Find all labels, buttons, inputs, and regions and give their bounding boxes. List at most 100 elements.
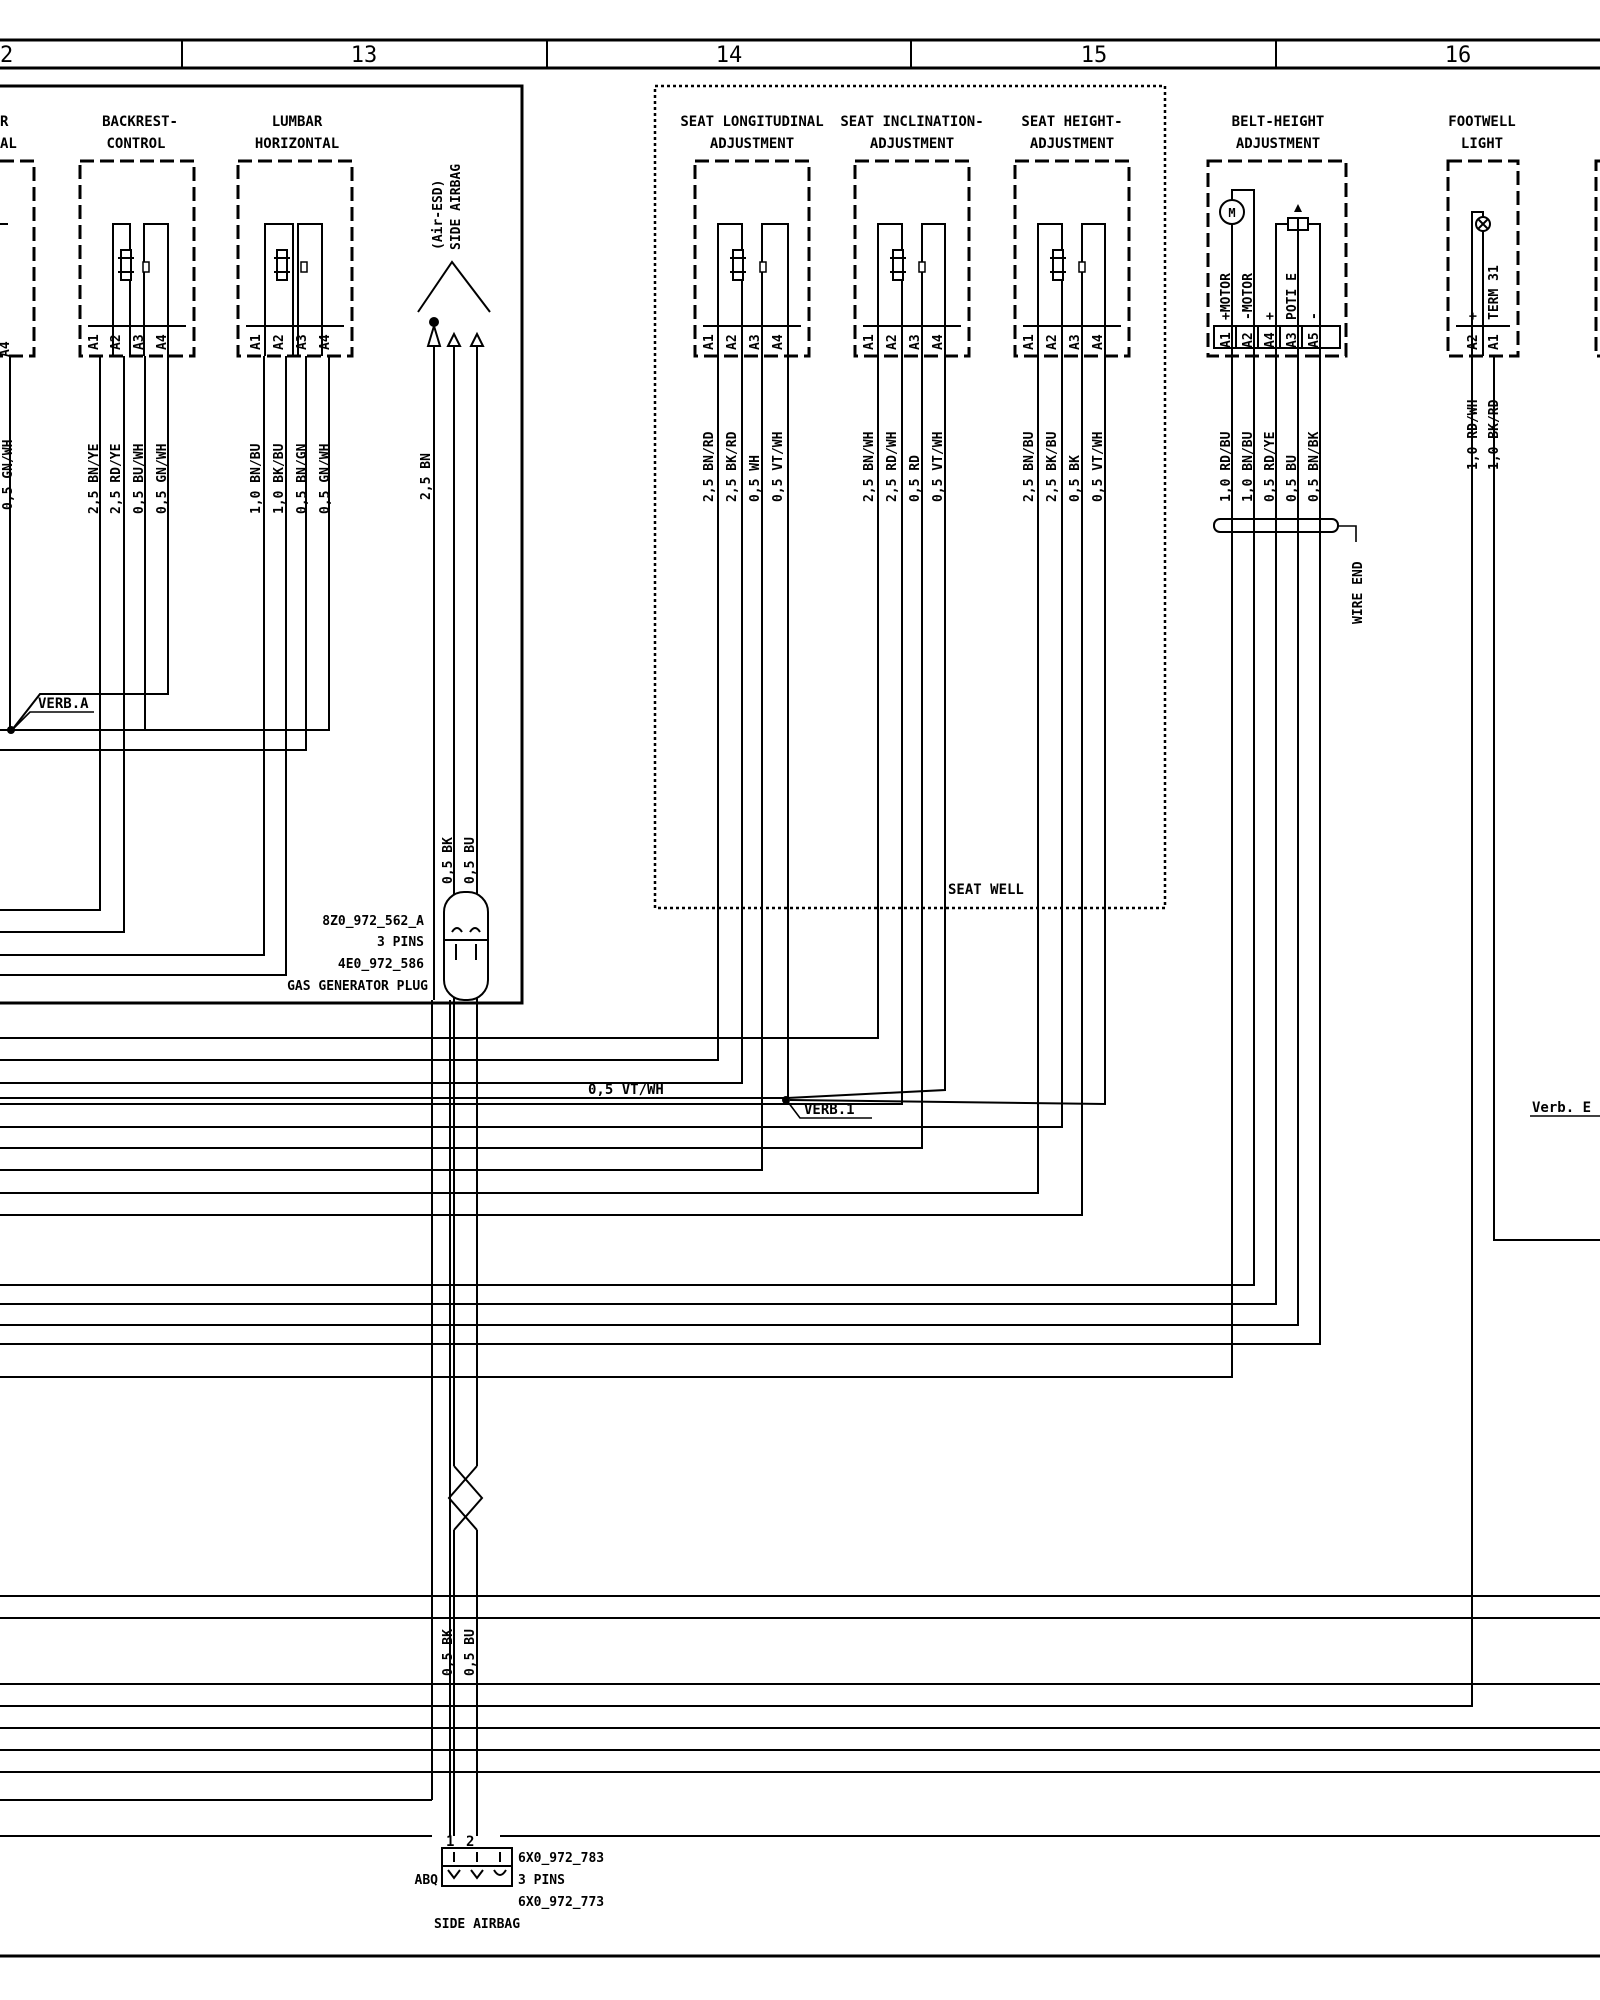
- svg-text:A3: A3: [132, 334, 147, 350]
- svg-text:+: +: [1263, 312, 1278, 320]
- svg-text:FOOTWELL: FOOTWELL: [1448, 114, 1515, 130]
- svg-text:ADJUSTMENT: ADJUSTMENT: [1030, 136, 1114, 152]
- svg-text:6X0_972_783: 6X0_972_783: [518, 1851, 604, 1866]
- svg-text:3 PINS: 3 PINS: [518, 1873, 565, 1888]
- side-airbag-connector-bottom: 1 2 ABQ 6X0_972_783 3 PINS 6X0_972_773 S…: [415, 1834, 605, 1932]
- vt-wh-label: 0,5 VT/WH: [588, 1082, 664, 1098]
- svg-text:A1: A1: [87, 334, 102, 350]
- belt-height-component: BELT-HEIGHT ADJUSTMENT M A1 A2 A4 A3 A5 …: [0, 114, 1366, 1378]
- svg-text:0,5 BU: 0,5 BU: [463, 1629, 478, 1676]
- svg-text:1,0 BN/BU: 1,0 BN/BU: [249, 443, 264, 514]
- svg-text:2,5 BN/YE: 2,5 BN/YE: [87, 444, 102, 514]
- svg-text:2,5 BN/WH: 2,5 BN/WH: [862, 432, 877, 502]
- svg-text:SEAT HEIGHT-: SEAT HEIGHT-: [1021, 114, 1122, 130]
- svg-text:2: 2: [466, 1834, 474, 1850]
- svg-text:LIGHT: LIGHT: [1461, 136, 1503, 152]
- svg-text:ADJUSTMENT: ADJUSTMENT: [710, 136, 794, 152]
- seat-longitudinal-component: SEAT LONGITUDINAL ADJUSTMENT A1 A2 A3 A4…: [680, 114, 823, 502]
- svg-text:A3: A3: [295, 334, 310, 350]
- component-title: BACKREST-: [102, 114, 178, 130]
- svg-text:2,5 RD/WH: 2,5 RD/WH: [885, 432, 900, 502]
- svg-text:0,5 VT/WH: 0,5 VT/WH: [1091, 432, 1106, 502]
- column-number: 16: [1445, 43, 1472, 68]
- svg-text:A1: A1: [862, 334, 877, 350]
- svg-text:1,0 RD/BU: 1,0 RD/BU: [1219, 431, 1234, 502]
- svg-text:A2: A2: [109, 334, 124, 350]
- svg-text:SEAT INCLINATION-: SEAT INCLINATION-: [840, 114, 983, 130]
- svg-text:0,5 BU: 0,5 BU: [1285, 455, 1300, 502]
- svg-text:ABQ: ABQ: [415, 1873, 439, 1888]
- column-number: 15: [1081, 43, 1108, 68]
- svg-text:A3: A3: [1068, 334, 1083, 350]
- svg-text:0,5 RD/YE: 0,5 RD/YE: [1263, 432, 1278, 502]
- svg-text:1,0 BN/BU: 1,0 BN/BU: [1241, 431, 1256, 502]
- svg-text:8Z0_972_562_A: 8Z0_972_562_A: [322, 914, 424, 929]
- svg-text:2,5 BN/BU: 2,5 BN/BU: [1022, 431, 1037, 502]
- svg-text:A1: A1: [702, 334, 717, 350]
- svg-text:A5: A5: [1307, 332, 1322, 348]
- svg-text:A4: A4: [0, 341, 13, 357]
- svg-text:A2: A2: [1466, 334, 1481, 350]
- svg-text:TERM 31: TERM 31: [1487, 265, 1502, 320]
- svg-text:A4: A4: [771, 334, 786, 350]
- component-title: HORIZONTAL: [255, 136, 339, 152]
- backrest-control-component: BACKREST- CONTROL A1 A2 A3 A4 2,5 BN/YE …: [78, 114, 196, 514]
- verb-1-label: VERB.1: [804, 1102, 855, 1118]
- svg-text:0,5 GN/WH: 0,5 GN/WH: [155, 444, 170, 514]
- column-number: 13: [351, 43, 378, 68]
- verb-e-label: Verb. E: [1532, 1100, 1591, 1116]
- svg-text:0,5 BU: 0,5 BU: [463, 837, 478, 884]
- svg-text:A4: A4: [155, 334, 170, 350]
- svg-text:SIDE AIRBAG: SIDE AIRBAG: [434, 1917, 520, 1932]
- lumbar-horizontal-component: LUMBAR HORIZONTAL A1 A2 A3 A4 1,0 BN/BU …: [236, 114, 354, 514]
- backrest-lumbar-wiring: VERB.A: [0, 356, 330, 976]
- svg-text:A1: A1: [1219, 332, 1234, 348]
- svg-text:0,5 BK: 0,5 BK: [441, 1629, 456, 1676]
- footwell-light-component: FOOTWELL LIGHT A2 A1 + TERM 31 1,0 RD/WH…: [0, 114, 1600, 1707]
- seat-wiring-bus: VERB.1 0,5 VT/WH: [0, 356, 1106, 1216]
- svg-text:BELT-HEIGHT: BELT-HEIGHT: [1232, 114, 1325, 130]
- svg-text:1,0 RD/WH: 1,0 RD/WH: [1466, 400, 1481, 470]
- svg-text:A3: A3: [748, 334, 763, 350]
- svg-text:A4: A4: [1263, 332, 1278, 348]
- svg-text:A2: A2: [1241, 332, 1256, 348]
- svg-text:A2: A2: [1045, 334, 1060, 350]
- svg-text:A1: A1: [249, 334, 264, 350]
- svg-text:POTI E: POTI E: [1285, 273, 1300, 320]
- svg-text:0,5 GN/WH: 0,5 GN/WH: [1, 440, 16, 510]
- svg-text:0,5 WH: 0,5 WH: [748, 455, 763, 502]
- column-number: 14: [716, 43, 743, 68]
- svg-text:0,5 BN/BK: 0,5 BN/BK: [1307, 431, 1322, 502]
- horizontal-bus-lines: [0, 1595, 1600, 1837]
- svg-text:A2: A2: [885, 334, 900, 350]
- seat-well-outline: SEAT WELL: [653, 84, 1167, 910]
- svg-text:A2: A2: [272, 334, 287, 350]
- svg-text:0,5 BK: 0,5 BK: [1068, 455, 1083, 502]
- svg-text:3 PINS: 3 PINS: [377, 935, 424, 950]
- svg-text:6X0_972_773: 6X0_972_773: [518, 1895, 604, 1910]
- svg-text:+MOTOR: +MOTOR: [1219, 273, 1234, 320]
- svg-text:0,5 BK: 0,5 BK: [441, 837, 456, 884]
- svg-text:A1: A1: [1022, 334, 1037, 350]
- svg-text:1,0 BK/BU: 1,0 BK/BU: [272, 443, 287, 514]
- svg-text:R: R: [0, 114, 9, 130]
- column-number: 2: [0, 43, 13, 68]
- right-edge-partial-component: [1594, 159, 1600, 358]
- svg-text:0,5 GN/WH: 0,5 GN/WH: [318, 444, 333, 514]
- component-title: CONTROL: [106, 136, 165, 152]
- svg-text:0,5 VT/WH: 0,5 VT/WH: [771, 432, 786, 502]
- svg-text:SEAT LONGITUDINAL: SEAT LONGITUDINAL: [680, 114, 823, 130]
- svg-text:M: M: [1228, 206, 1235, 220]
- svg-text:A3: A3: [1285, 332, 1300, 348]
- svg-text:0,5 BN/GN: 0,5 BN/GN: [295, 443, 310, 514]
- svg-text:AL: AL: [0, 136, 17, 152]
- svg-text:1: 1: [446, 1834, 454, 1850]
- svg-text:2,5 RD/YE: 2,5 RD/YE: [109, 444, 124, 514]
- svg-text:2,5 BN/RD: 2,5 BN/RD: [702, 431, 717, 502]
- svg-text:2,5 BK/RD: 2,5 BK/RD: [725, 431, 740, 502]
- svg-text:A2: A2: [725, 334, 740, 350]
- svg-text:A4: A4: [1091, 334, 1106, 350]
- svg-text:GAS GENERATOR PLUG: GAS GENERATOR PLUG: [287, 979, 428, 994]
- svg-text:A4: A4: [931, 334, 946, 350]
